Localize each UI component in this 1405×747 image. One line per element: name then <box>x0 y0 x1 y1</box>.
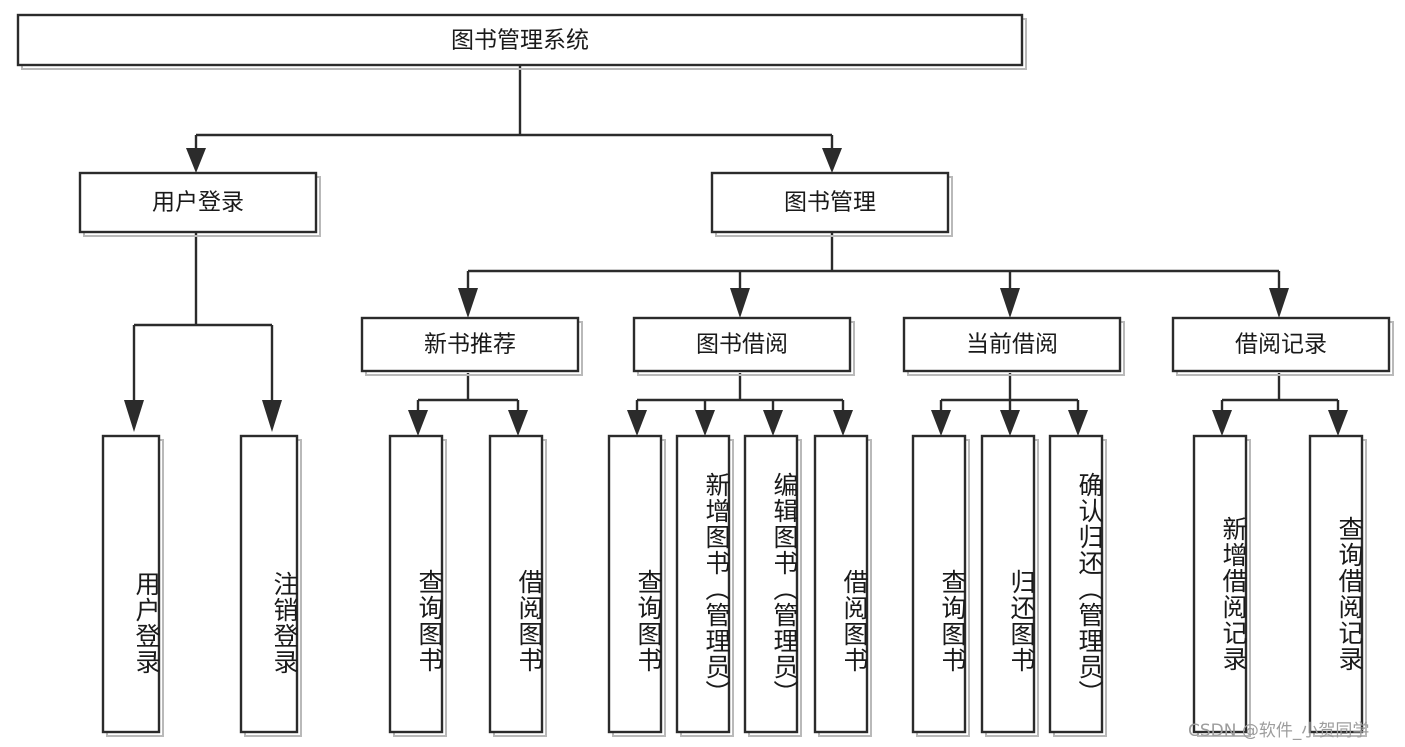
leaf-user-login-box <box>101 434 161 734</box>
arrow-head-leaf-query-book-2 <box>627 410 647 436</box>
node-bb-label: 图书借阅 <box>696 332 788 358</box>
node-nbr-box <box>360 316 580 373</box>
node-br-box <box>1171 316 1391 373</box>
arrow-head-leaf-query-book-1 <box>408 410 428 436</box>
node-borrow-record[interactable]: 借阅记录 <box>1171 316 1394 376</box>
leaf-confirm-return-box <box>1048 434 1104 734</box>
node-leaf-borrow-book-1[interactable] <box>488 434 547 737</box>
arrow-head-leaf-edit-book <box>763 410 783 436</box>
node-book-manage[interactable]: 图书管理 <box>710 171 953 237</box>
leaf-query-book-1-box <box>388 434 444 734</box>
arrow-head-leaf-add-record <box>1212 410 1232 436</box>
csdn-watermark: CSDN @软件_小贺同学 <box>1188 721 1370 741</box>
node-root-label: 图书管理系统 <box>451 28 589 54</box>
node-bb-box <box>632 316 852 373</box>
arrow-head-user-login <box>186 148 206 173</box>
arrow-head-leaf-return-book <box>1000 410 1020 436</box>
node-book-borrow[interactable]: 图书借阅 <box>632 316 855 376</box>
node-leaf-confirm-return[interactable] <box>1048 434 1107 737</box>
node-leaf-query-book-1[interactable] <box>388 434 447 737</box>
leaf-query-book-2-box <box>607 434 663 734</box>
arrow-head-current-borrow <box>1000 288 1020 318</box>
arrow-head-leaf-logout-login <box>262 400 282 432</box>
leaf-add-record-box <box>1192 434 1248 734</box>
node-leaf-borrow-book-2[interactable] <box>813 434 872 737</box>
leaf-boxes-layer <box>101 434 1367 737</box>
node-book-manage-box <box>710 171 950 234</box>
node-leaf-user-login[interactable] <box>101 434 164 737</box>
node-leaf-query-record[interactable] <box>1308 434 1367 737</box>
leaf-query-book-3-box <box>911 434 967 734</box>
node-leaf-add-book[interactable] <box>675 434 734 737</box>
arrow-head-book-manage <box>822 148 842 173</box>
node-br-label: 借阅记录 <box>1235 332 1327 358</box>
node-user-login-label: 用户登录 <box>152 190 244 216</box>
arrow-head-leaf-add-book <box>695 410 715 436</box>
leaf-edit-book-box <box>743 434 799 734</box>
node-nbr-label: 新书推荐 <box>424 332 516 358</box>
arrow-head-leaf-query-record <box>1328 410 1348 436</box>
arrow-head-book-borrow <box>730 288 750 318</box>
node-leaf-return-book[interactable] <box>980 434 1039 737</box>
leaf-return-book-box <box>980 434 1036 734</box>
arrow-head-leaf-query-book-3 <box>931 410 951 436</box>
node-root[interactable]: 图书管理系统 <box>16 13 1027 70</box>
arrow-head-leaf-borrow-book-2 <box>833 410 853 436</box>
arrow-head-leaf-user-login <box>124 400 144 432</box>
connector-layer <box>124 65 1348 436</box>
leaf-borrow-book-1-box <box>488 434 544 734</box>
node-root-box <box>16 13 1024 67</box>
node-new-book-recommend[interactable]: 新书推荐 <box>360 316 583 376</box>
leaf-borrow-book-2-box <box>813 434 869 734</box>
leaf-add-book-box <box>675 434 731 734</box>
node-user-login[interactable]: 用户登录 <box>78 171 321 237</box>
arrow-head-leaf-confirm-return <box>1068 410 1088 436</box>
leaf-query-record-box <box>1308 434 1364 734</box>
node-user-login-box <box>78 171 318 234</box>
node-cb-label: 当前借阅 <box>966 332 1058 358</box>
node-leaf-logout-login[interactable] <box>239 434 302 737</box>
node-leaf-edit-book[interactable] <box>743 434 802 737</box>
arrow-head-new-book-recommend <box>458 288 478 318</box>
node-cb-box <box>902 316 1122 373</box>
node-book-manage-label: 图书管理 <box>784 190 876 216</box>
node-current-borrow[interactable]: 当前借阅 <box>902 316 1125 376</box>
node-leaf-query-book-3[interactable] <box>911 434 970 737</box>
arrow-head-leaf-borrow-book-1 <box>508 410 528 436</box>
node-leaf-query-book-2[interactable] <box>607 434 666 737</box>
leaf-logout-login-box <box>239 434 299 734</box>
arrow-head-borrow-record <box>1269 288 1289 318</box>
node-leaf-add-record[interactable] <box>1192 434 1251 737</box>
